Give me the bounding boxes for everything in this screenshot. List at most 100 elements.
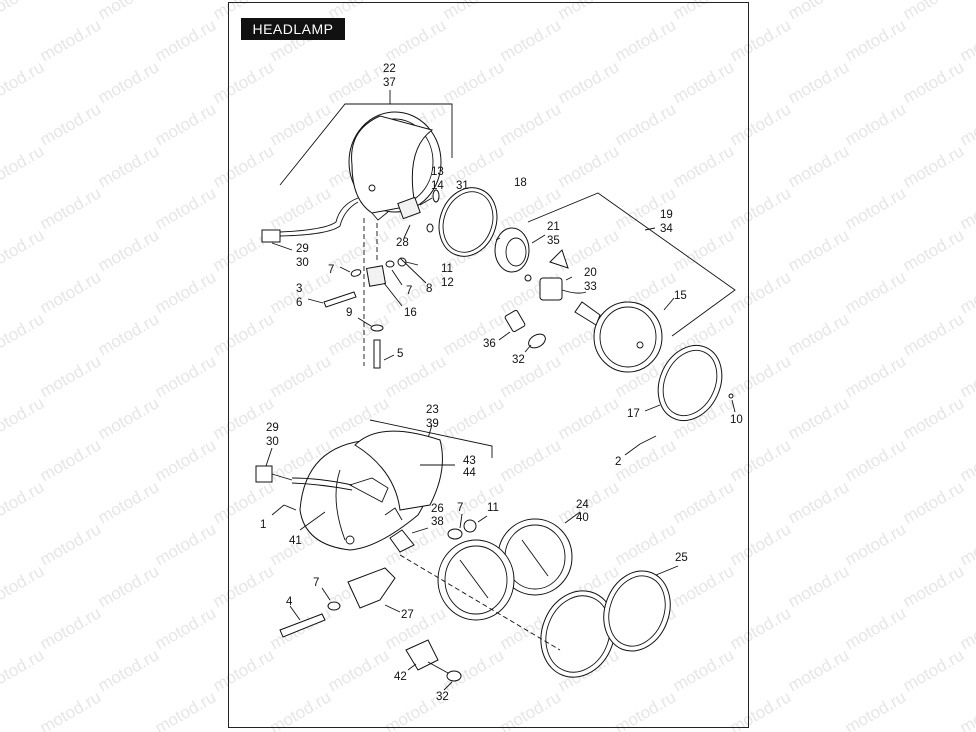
watermark-text: motod.ru [95, 57, 163, 107]
watermark-text: motod.ru [0, 225, 47, 275]
callout-8: 8 [426, 283, 432, 295]
watermark-text: motod.ru [37, 687, 105, 732]
watermark-text: motod.ru [842, 603, 910, 653]
watermark-text: motod.ru [900, 393, 968, 443]
dual-housing [299, 430, 443, 551]
callout-25: 25 [675, 552, 688, 564]
watermark-text: motod.ru [842, 15, 910, 65]
watermark-text: motod.ru [900, 0, 968, 23]
watermark-text: motod.ru [785, 57, 853, 107]
watermark-text: motod.ru [152, 267, 220, 317]
callout-30: 30 [296, 257, 309, 269]
watermark-text: motod.ru [152, 15, 220, 65]
watermark-text: motod.ru [37, 519, 105, 569]
watermark-text: motod.ru [0, 57, 47, 107]
watermark-text: motod.ru [152, 603, 220, 653]
watermark-text: motod.ru [785, 225, 853, 275]
callout-16: 16 [404, 307, 417, 319]
trim-ring [657, 344, 723, 422]
callout-41: 41 [289, 535, 302, 547]
single-headlamp-assembly [261, 90, 736, 456]
watermark-text: motod.ru [152, 351, 220, 401]
watermark-text: motod.ru [900, 225, 968, 275]
callout-7-upper: 7 [406, 285, 412, 297]
callout-20: 20 [584, 267, 597, 279]
watermark-text: motod.ru [37, 435, 105, 485]
watermark-text: motod.ru [842, 99, 910, 149]
watermark-text: motod.ru [785, 309, 853, 359]
callout-14: 14 [431, 180, 444, 192]
callout-11-lower: 11 [487, 502, 499, 514]
watermark-text: motod.ru [957, 519, 976, 569]
aux-socket [504, 309, 526, 333]
watermark-text: motod.ru [152, 183, 220, 233]
watermark-text: motod.ru [842, 183, 910, 233]
sealed-beam-unit [574, 301, 663, 373]
callout-29-lower: 29 [266, 422, 279, 434]
dual-trim-ring-left [540, 590, 616, 678]
callout-2: 2 [615, 456, 621, 468]
watermark-text: motod.ru [37, 603, 105, 653]
callout-44: 44 [463, 467, 476, 479]
watermark-text: motod.ru [785, 141, 853, 191]
watermark-text: motod.ru [842, 519, 910, 569]
watermark-text: motod.ru [957, 267, 976, 317]
callout-33: 33 [584, 281, 597, 293]
watermark-text: motod.ru [785, 645, 853, 695]
dual-clamp [347, 567, 396, 609]
mount-bolt [323, 291, 357, 308]
dual-bulb [389, 529, 415, 553]
callout-7: 7 [328, 264, 334, 276]
watermark-text: motod.ru [95, 393, 163, 443]
dual-headlamp-assembly [255, 419, 679, 691]
watermark-text: motod.ru [842, 351, 910, 401]
callout-37: 37 [383, 77, 396, 89]
watermark-text: motod.ru [785, 561, 853, 611]
callout-34: 34 [660, 223, 673, 235]
callout-5: 5 [397, 348, 403, 360]
watermark-text: motod.ru [37, 351, 105, 401]
wire-connector [261, 229, 281, 243]
callout-26: 26 [431, 503, 444, 515]
dual-sealed-beams [437, 518, 573, 621]
callout-3: 3 [296, 283, 302, 295]
watermark-text: motod.ru [95, 645, 163, 695]
watermark-text: motod.ru [0, 141, 47, 191]
watermark-text: motod.ru [95, 0, 163, 23]
callout-11: 11 [441, 263, 453, 275]
watermark-text: motod.ru [957, 603, 976, 653]
watermark-text: motod.ru [95, 225, 163, 275]
watermark-text: motod.ru [957, 687, 976, 732]
watermark-text: motod.ru [842, 687, 910, 732]
callout-32-upper: 32 [512, 354, 525, 366]
watermark-text: motod.ru [0, 0, 47, 23]
watermark-text: motod.ru [957, 183, 976, 233]
callout-36: 36 [483, 338, 496, 350]
callout-21: 21 [547, 221, 560, 233]
watermark-text: motod.ru [95, 309, 163, 359]
watermark-text: motod.ru [900, 57, 968, 107]
watermark-text: motod.ru [152, 519, 220, 569]
callout-29: 29 [296, 243, 309, 255]
callout-6: 6 [296, 297, 302, 309]
watermark-text: motod.ru [900, 645, 968, 695]
watermark-text: motod.ru [0, 393, 47, 443]
callout-42: 42 [394, 671, 407, 683]
callout-39: 39 [426, 418, 439, 430]
callout-13: 13 [431, 166, 444, 178]
headlamp-bulb [539, 249, 587, 301]
callout-24: 24 [576, 499, 589, 511]
callout-38: 38 [431, 516, 444, 528]
callout-7-lower: 7 [457, 502, 463, 514]
watermark-text: motod.ru [842, 267, 910, 317]
watermark-text: motod.ru [37, 99, 105, 149]
aux-bulb [528, 333, 546, 349]
watermark-text: motod.ru [95, 141, 163, 191]
watermark-text: motod.ru [95, 477, 163, 527]
callout-10: 10 [730, 414, 743, 426]
diagram-frame [228, 2, 749, 728]
watermark-text: motod.ru [152, 435, 220, 485]
watermark-text: motod.ru [37, 267, 105, 317]
watermark-text: motod.ru [957, 15, 976, 65]
